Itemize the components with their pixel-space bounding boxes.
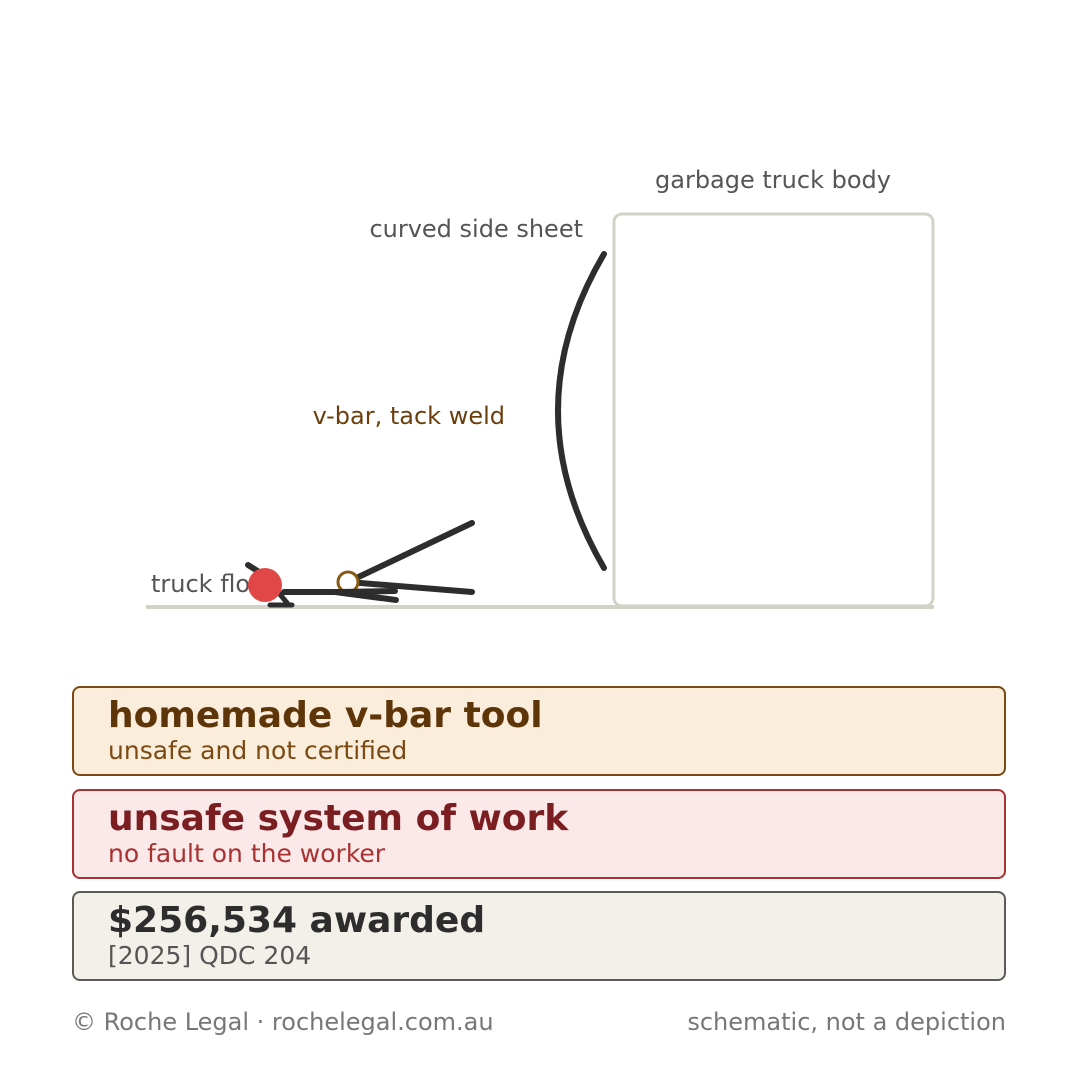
footer-credit: © Roche Legal · rochelegal.com.au <box>72 1008 494 1036</box>
award-card: $256,534 awarded [2025] QDC 204 <box>72 891 1006 981</box>
tool-card: homemade v-bar tool unsafe and not certi… <box>72 686 1006 776</box>
curved-side-sheet <box>555 251 607 571</box>
award-card-subtitle: [2025] QDC 204 <box>108 941 312 970</box>
incident-schematic: garbage truck body curved side sheet v-b… <box>146 166 935 609</box>
system-card: unsafe system of work no fault on the wo… <box>72 789 1006 879</box>
worker-figure <box>245 562 399 608</box>
footer-disclaimer: schematic, not a depiction <box>687 1008 1006 1036</box>
tool-card-title: homemade v-bar tool <box>108 695 543 736</box>
tool-card-subtitle: unsafe and not certified <box>108 736 408 765</box>
system-card-title: unsafe system of work <box>108 798 569 839</box>
vbar-tool <box>336 520 475 595</box>
side-sheet-label: curved side sheet <box>369 215 583 243</box>
award-card-title: $256,534 awarded <box>108 900 486 941</box>
vbar-label: v-bar, tack weld <box>313 402 505 430</box>
system-card-subtitle: no fault on the worker <box>108 839 386 868</box>
truck-body-label: garbage truck body <box>655 166 891 194</box>
truck-body-outline <box>612 212 935 608</box>
worker-head <box>248 568 282 602</box>
